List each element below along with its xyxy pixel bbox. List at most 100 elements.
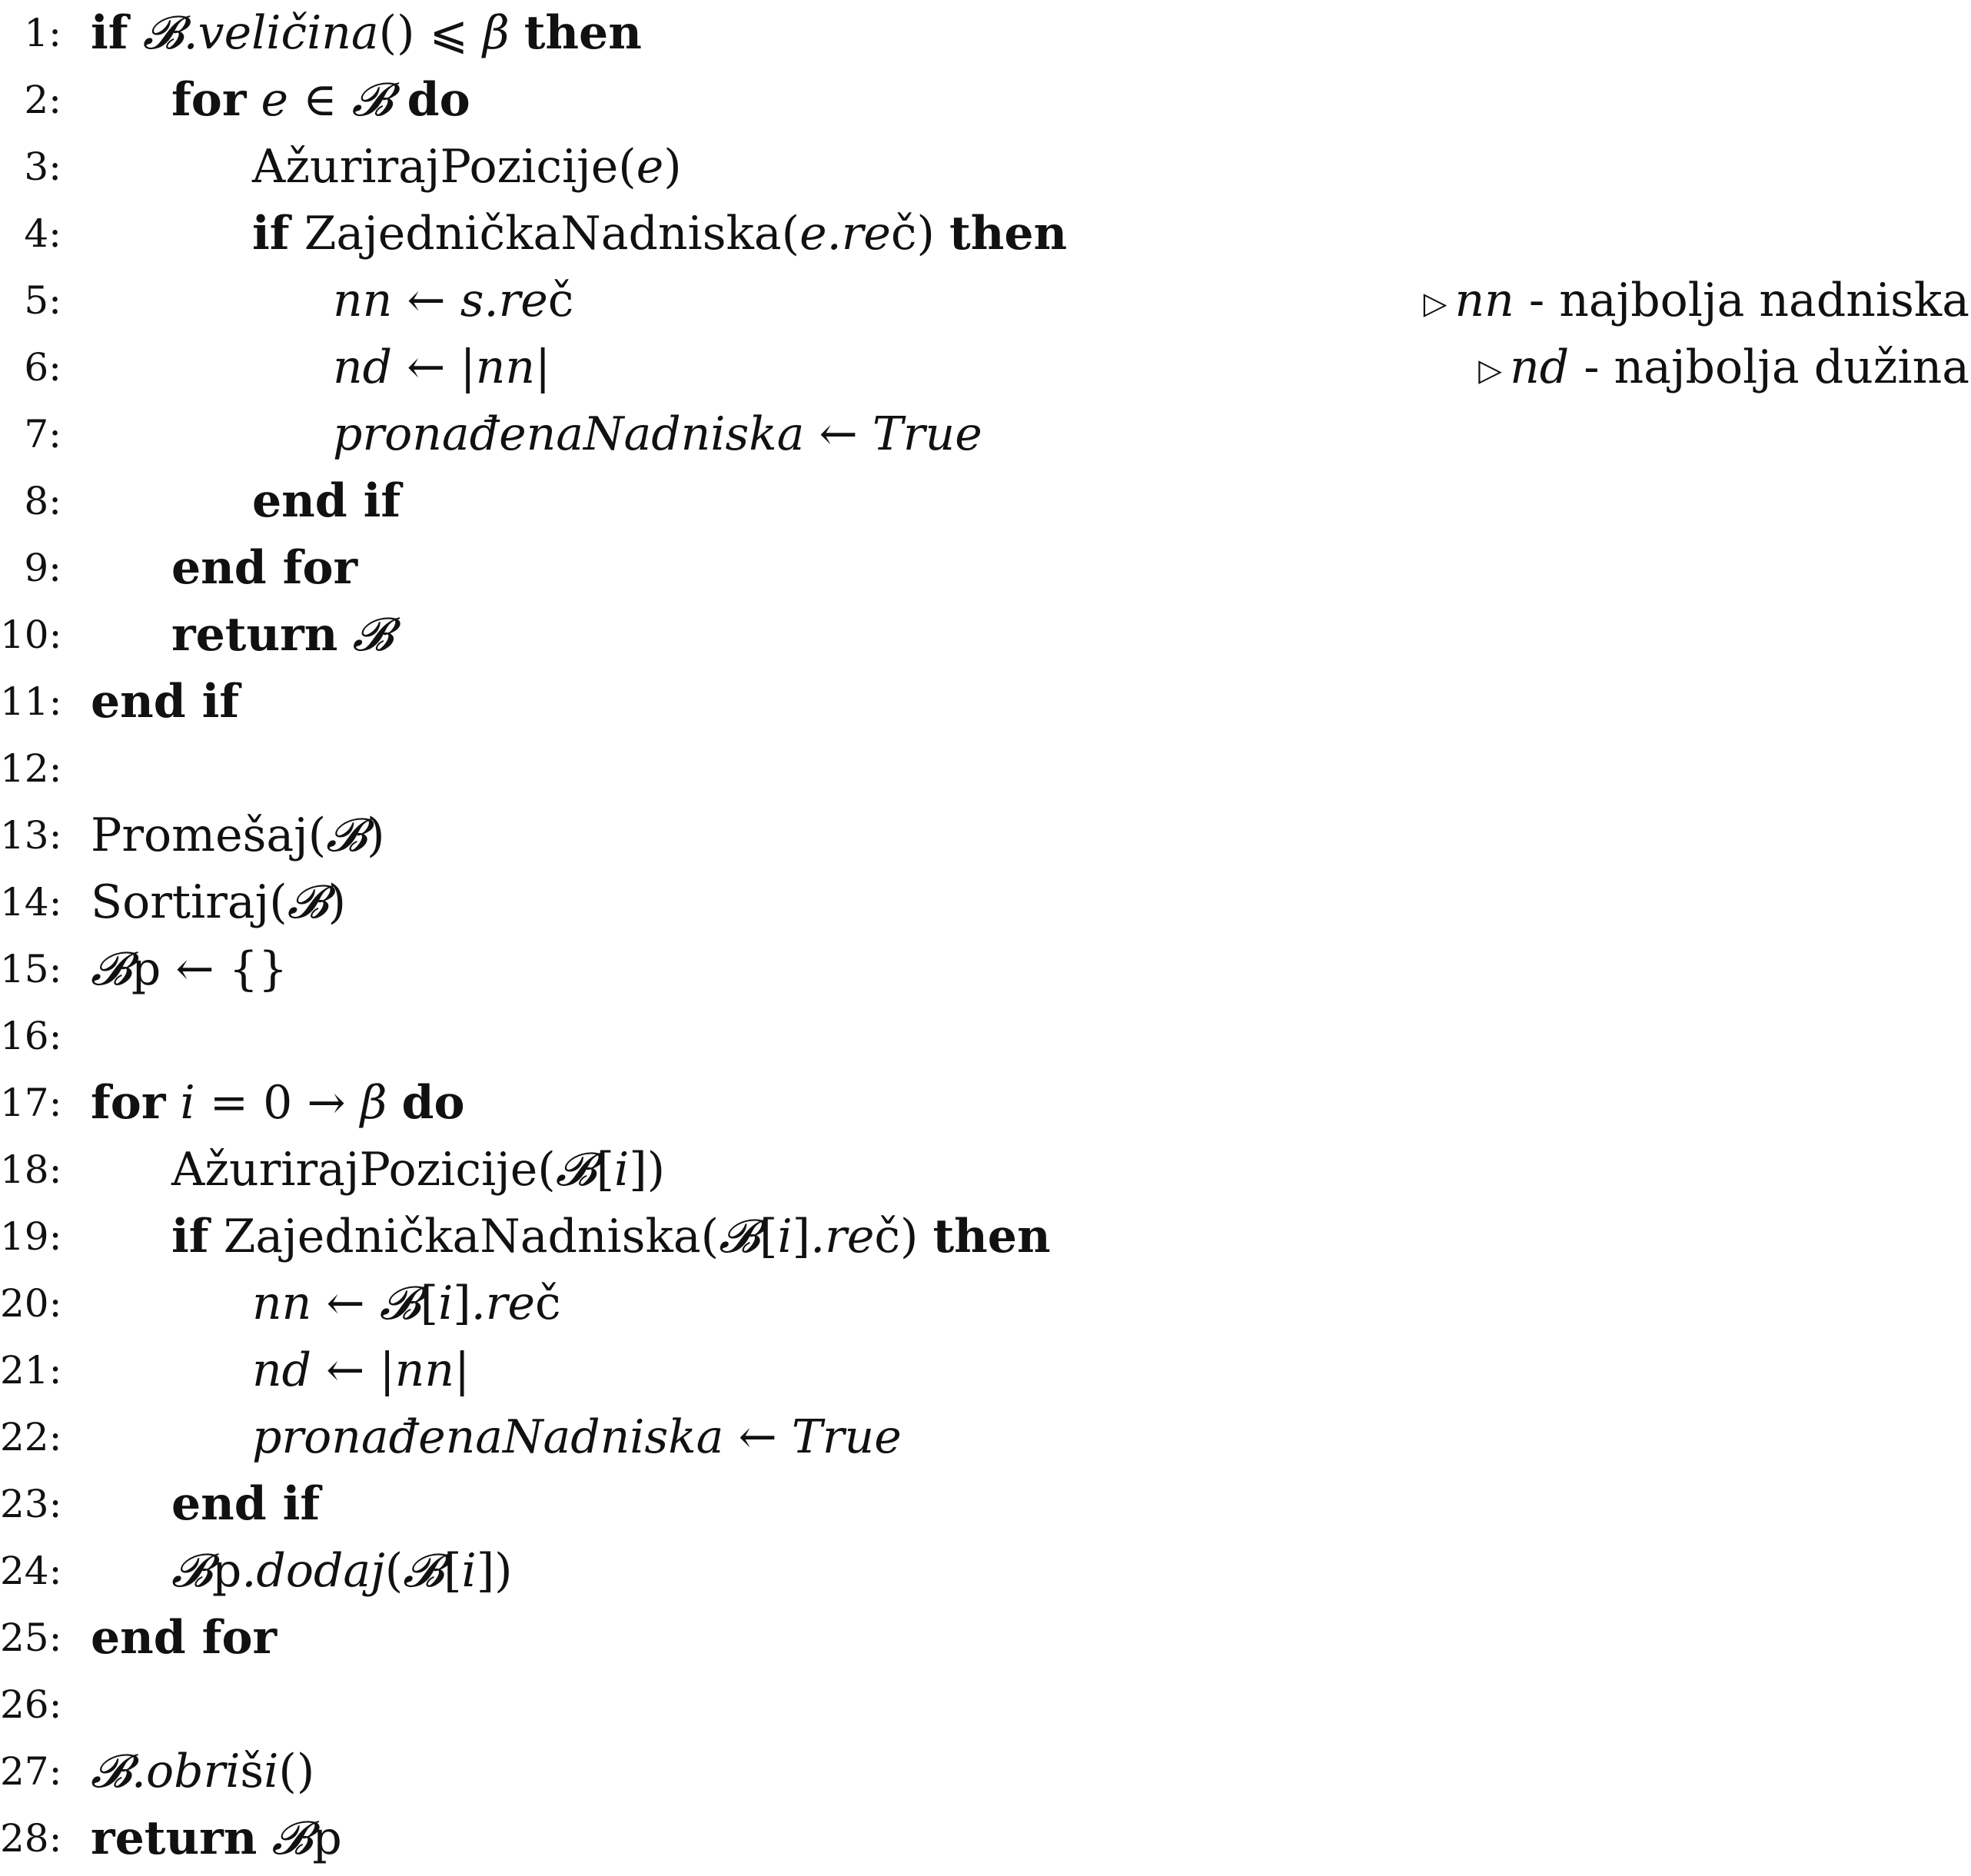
algorithm-line: 8: end if <box>0 468 1971 535</box>
close-paren: ) <box>327 875 347 929</box>
assign-arrow: ← <box>175 942 214 996</box>
method-name: .veličina <box>183 6 379 60</box>
algorithm-line: 22: pronađenaNadniska ← True <box>0 1404 1971 1471</box>
line-code: Sortiraj(𝓑) <box>91 869 346 936</box>
line-code: nd ← |nn| <box>333 334 550 401</box>
set-b-symbol: 𝓑 <box>555 1143 597 1197</box>
algorithm-line: 15: 𝓑p ← {} <box>0 936 1971 1003</box>
line-number: 9: <box>24 546 61 590</box>
method-name: .dodaj <box>241 1544 385 1598</box>
line-number: 26: <box>0 1682 62 1727</box>
algorithm-line: 27: 𝓑.obriši() <box>0 1738 1971 1805</box>
comment-triangle-icon: ▷ <box>1478 352 1503 388</box>
open-paren: ( <box>269 875 288 929</box>
open-paren: ( <box>700 1210 720 1263</box>
algorithm-line: 14: Sortiraj(𝓑) <box>0 869 1971 936</box>
variable: s <box>460 274 484 327</box>
field-name: re <box>485 1277 535 1330</box>
keyword-do: do <box>407 73 470 127</box>
abs-bar: | <box>379 1343 395 1397</box>
algorithm-line: 3: AžurirajPozicije(e) <box>0 134 1971 201</box>
line-code: 𝓑p.dodaj(𝓑[i]) <box>171 1538 513 1605</box>
variable: nn <box>333 274 393 327</box>
index-close: ] <box>792 1210 811 1263</box>
line-code: nn ← s.reč <box>333 267 573 334</box>
field-name: .re <box>484 274 548 327</box>
line-number: 21: <box>0 1348 62 1393</box>
variable: nn <box>475 340 536 394</box>
algorithm-line: 9: end for <box>0 535 1971 602</box>
field-name-tail: č <box>534 1277 561 1330</box>
method-name-tail: i <box>264 1745 279 1798</box>
algorithm-line: 6: nd ← |nn| ▷nd - najbolja dužina <box>0 334 1971 401</box>
dot: . <box>826 207 842 261</box>
algorithm-line: 18: AžurirajPozicije(𝓑[i]) <box>0 1137 1971 1204</box>
variable: e <box>261 73 289 127</box>
keyword-then: then <box>949 207 1068 261</box>
field-name-tail: č <box>874 1210 900 1263</box>
keyword-if: if <box>91 6 128 60</box>
variable: nd <box>252 1343 312 1397</box>
line-number: 27: <box>0 1749 62 1794</box>
equals-zero: = 0 <box>194 1076 307 1130</box>
suffix: p <box>312 1811 342 1865</box>
abs-bar: | <box>454 1343 470 1397</box>
variable: i <box>180 1076 195 1130</box>
line-number: 18: <box>0 1147 62 1192</box>
index-close: ] <box>476 1544 495 1598</box>
keyword-return: return <box>171 608 338 662</box>
line-code: end for <box>171 535 357 602</box>
index-open: [ <box>444 1544 462 1598</box>
algorithm-line: 17: for i = 0 → β do <box>0 1070 1971 1137</box>
parentheses: () <box>378 6 415 60</box>
set-b-symbol: 𝓑 <box>326 809 367 862</box>
argument: e <box>799 207 827 261</box>
set-b-symbol: 𝓑 <box>91 1745 131 1798</box>
set-b-symbol: 𝓑 <box>91 942 131 996</box>
keyword-if: if <box>252 207 290 261</box>
keyword-if: if <box>171 1210 209 1263</box>
keyword-then: then <box>523 6 642 60</box>
assign-arrow: ← <box>819 407 858 461</box>
line-number: 10: <box>0 613 62 657</box>
line-code: nn ← 𝓑[i].reč <box>252 1270 561 1337</box>
algorithm-line: 24: 𝓑p.dodaj(𝓑[i]) <box>0 1538 1971 1605</box>
assign-arrow: ← <box>326 1343 365 1397</box>
index-close: ] <box>453 1277 471 1330</box>
line-number: 14: <box>0 880 62 925</box>
abs-bar: | <box>460 340 476 394</box>
line-number: 5: <box>24 278 61 323</box>
variable: nd <box>333 340 393 394</box>
beta-symbol: β <box>360 1076 387 1130</box>
line-code: end if <box>91 669 239 735</box>
variable: đ <box>388 1410 419 1464</box>
leq-symbol: ⩽ <box>429 6 468 60</box>
variable: nn <box>394 1343 455 1397</box>
close-paren: ) <box>646 1143 666 1197</box>
field-name-tail: č <box>890 207 917 261</box>
algorithm-line: 20: nn ← 𝓑[i].reč <box>0 1270 1971 1337</box>
comment-variable: nd <box>1510 340 1570 394</box>
line-number: 25: <box>0 1615 62 1660</box>
open-paren: ( <box>618 140 637 194</box>
line-number: 28: <box>0 1816 62 1861</box>
in-symbol: ∈ <box>303 73 337 127</box>
line-code: Promešaj(𝓑) <box>91 802 385 869</box>
line-code: end if <box>171 1471 320 1538</box>
line-number: 12: <box>0 746 62 791</box>
algorithm-line: 4: if ZajedničkaNadniska(e.reč) then <box>0 201 1971 267</box>
field-name: re <box>841 207 891 261</box>
line-number: 11: <box>0 679 62 724</box>
comment-text: - najbolja nadniska <box>1514 274 1969 327</box>
set-b-symbol: 𝓑 <box>719 1210 760 1263</box>
keyword-then: then <box>932 1210 1051 1263</box>
variable: enaNadniska <box>499 407 805 461</box>
algorithm-line: 19: if ZajedničkaNadniska(𝓑[i].reč) then <box>0 1204 1971 1270</box>
open-paren: ( <box>384 1544 404 1598</box>
keyword-end-if: end if <box>91 675 240 729</box>
close-paren: ) <box>367 809 385 862</box>
line-number: 24: <box>0 1549 62 1593</box>
line-number: 23: <box>0 1482 62 1526</box>
line-number: 20: <box>0 1281 62 1326</box>
keyword-return: return <box>91 1811 258 1865</box>
